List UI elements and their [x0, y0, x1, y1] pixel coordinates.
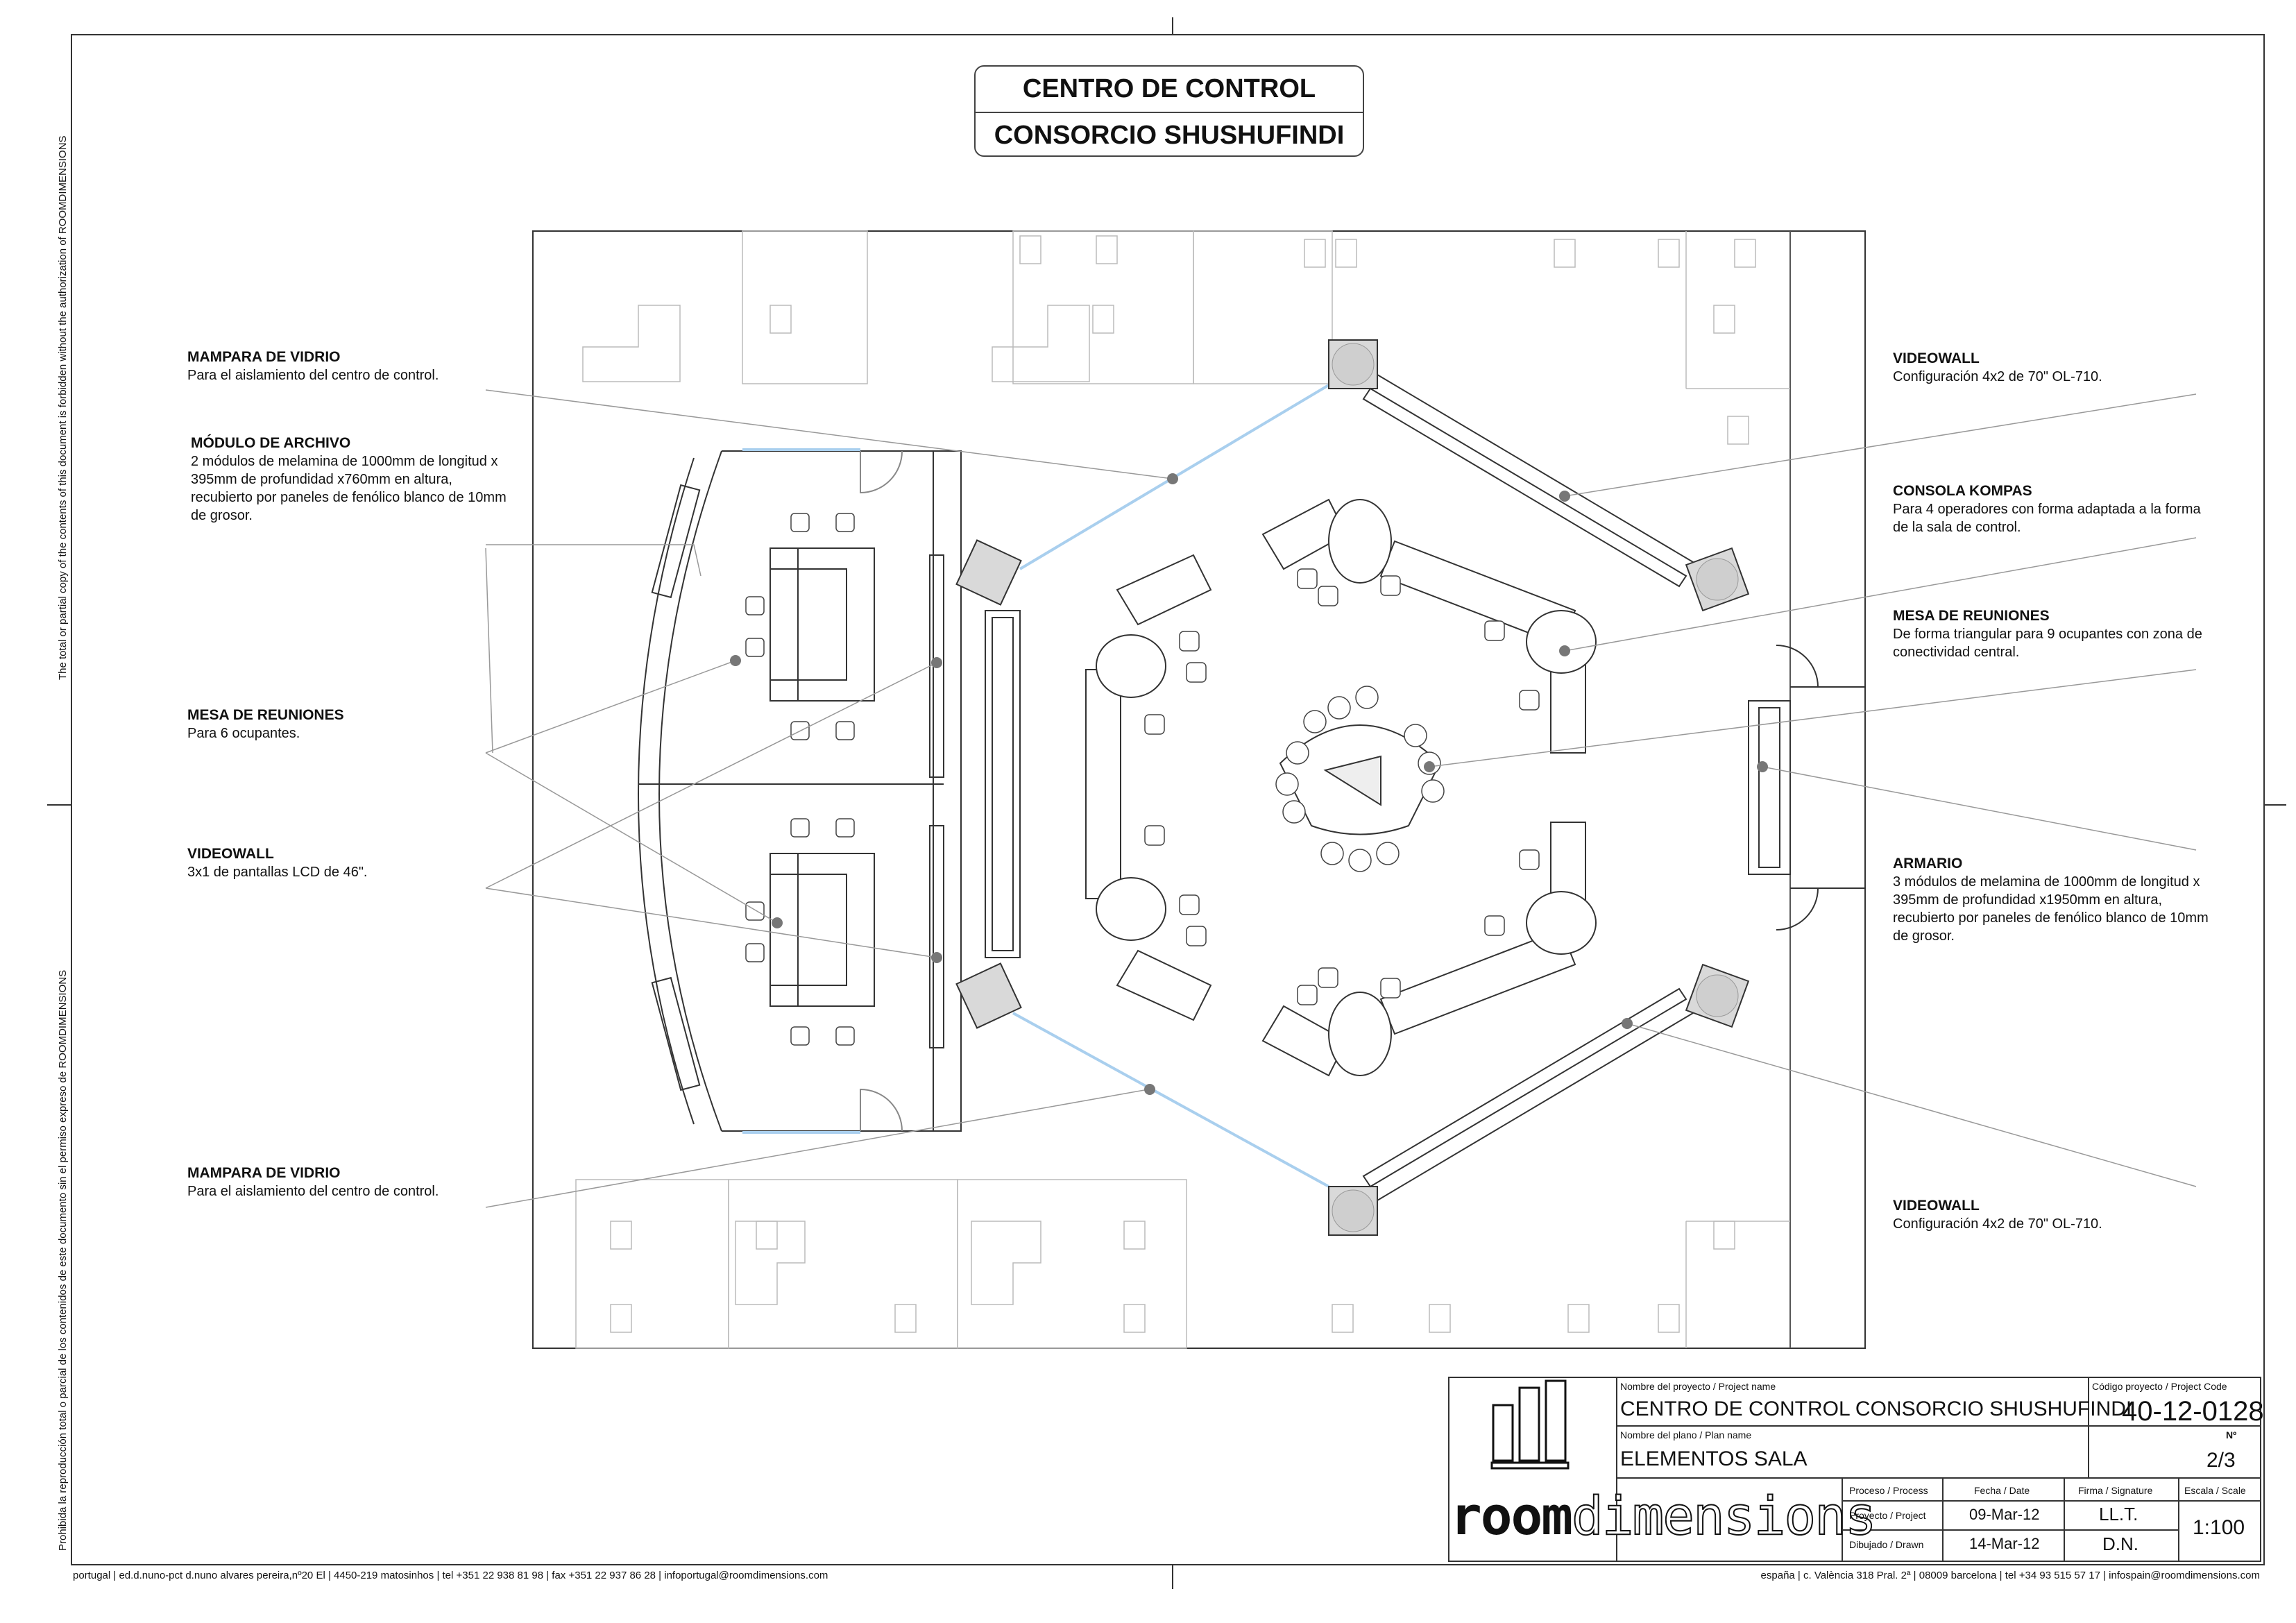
project-name: CENTRO DE CONTROL CONSORCIO SHUSHUFINDI — [1620, 1397, 2132, 1420]
triangular-meeting-table — [1279, 724, 1441, 835]
sheet-number: 2/3 — [2206, 1449, 2236, 1472]
title-box: CENTRO DE CONTROL CONSORCIO SHUSHUFINDI — [974, 65, 1364, 157]
project-code-label: Código proyecto / Project Code — [2092, 1381, 2227, 1392]
number-label: Nº — [2226, 1429, 2237, 1441]
label-glass-partition-top: MAMPARA DE VIDRIO Para el aislamiento de… — [187, 348, 493, 384]
label-desc: Para 4 operadores con forma adaptada a l… — [1893, 502, 2201, 535]
signature-label: Firma / Signature — [2078, 1485, 2153, 1496]
title-line-1: CENTRO DE CONTROL — [976, 67, 1363, 113]
label-videowall-left: VIDEOWALL 3x1 de pantallas LCD de 46". — [187, 845, 486, 881]
label-desc: 2 módulos de melamina de 1000mm de longi… — [191, 454, 507, 523]
drawn-date: 14-Mar-12 — [1969, 1535, 2040, 1552]
project-name-label: Nombre del proyecto / Project name — [1620, 1381, 1776, 1392]
side-note-top: The total or partial copy of the content… — [57, 135, 69, 680]
label-desc: Para 6 ocupantes. — [187, 726, 300, 741]
label-desc: 3x1 de pantallas LCD de 46". — [187, 865, 368, 880]
label-title: MAMPARA DE VIDRIO — [187, 349, 341, 365]
plan-outline — [532, 230, 1866, 1349]
footer-spain: españa | c. València 318 Pral. 2ª | 0800… — [1760, 1570, 2260, 1581]
offices-top — [582, 230, 1790, 445]
label-title: MÓDULO DE ARCHIVO — [191, 435, 351, 451]
title-line-2: CONSORCIO SHUSHUFINDI — [994, 121, 1345, 150]
scale-label: Escala / Scale — [2184, 1485, 2246, 1496]
project-date: 09-Mar-12 — [1969, 1506, 2040, 1523]
label-title: CONSOLA KOMPAS — [1893, 483, 2032, 499]
column-circles — [1332, 343, 1739, 1232]
label-title: VIDEOWALL — [1893, 350, 1980, 366]
label-title: VIDEOWALL — [1893, 1198, 1980, 1214]
scale-value: 1:100 — [2193, 1516, 2245, 1539]
label-desc: Configuración 4x2 de 70" OL-710. — [1893, 1216, 2102, 1232]
label-meeting-table-triangular: MESA DE REUNIONES De forma triangular pa… — [1893, 607, 2240, 661]
label-title: VIDEOWALL — [187, 846, 274, 862]
label-videowall-top-right: VIDEOWALL Configuración 4x2 de 70" OL-71… — [1893, 350, 2226, 386]
label-desc: De forma triangular para 9 ocupantes con… — [1893, 627, 2202, 660]
label-cabinet: ARMARIO 3 módulos de melamina de 1000mm … — [1893, 855, 2212, 945]
project-code: 40-12-0128 — [2122, 1396, 2264, 1427]
label-kompas-console: CONSOLA KOMPAS Para 4 operadores con for… — [1893, 482, 2205, 536]
videowall-walls — [985, 374, 1694, 1201]
label-archive-module: MÓDULO DE ARCHIVO 2 módulos de melamina … — [191, 434, 507, 525]
logo-word-light: dimensions — [1571, 1484, 1878, 1547]
title-block-grid — [1448, 1377, 2261, 1562]
project-row-label: Proyecto / Project — [1849, 1510, 1926, 1521]
left-room-chairs — [745, 513, 855, 1046]
label-title: ARMARIO — [1893, 856, 1963, 872]
label-title: MESA DE REUNIONES — [1893, 608, 2050, 624]
label-title: MAMPARA DE VIDRIO — [187, 1165, 341, 1181]
logo-mark — [1490, 1379, 1570, 1470]
side-note-bottom: Prohibida la reproducción total o parcia… — [57, 969, 69, 1551]
label-desc: Configuración 4x2 de 70" OL-710. — [1893, 369, 2102, 384]
drawn-signature: D.N. — [2102, 1533, 2138, 1554]
label-desc: Para el aislamiento del centro de contro… — [187, 368, 439, 383]
logo-word: roomdimensions — [1450, 1484, 1878, 1547]
label-meeting-table-6: MESA DE REUNIONES Para 6 ocupantes. — [187, 706, 486, 742]
console-rounded-ends — [1096, 499, 1597, 1076]
leader-dots — [730, 473, 1768, 1095]
plan-name-label: Nombre del plano / Plan name — [1620, 1429, 1752, 1441]
label-desc: 3 módulos de melamina de 1000mm de longi… — [1893, 874, 2209, 944]
date-label: Fecha / Date — [1974, 1485, 2030, 1496]
offices-bottom — [575, 1179, 1790, 1349]
process-label: Proceso / Process — [1849, 1485, 1928, 1496]
leader-lines — [485, 389, 2197, 1208]
footer-portugal: portugal | ed.d.nuno-pct d.nuno alvares … — [73, 1570, 828, 1581]
project-signature: LL.T. — [2099, 1504, 2138, 1524]
label-title: MESA DE REUNIONES — [187, 707, 344, 723]
sheet-frame — [71, 34, 2265, 1565]
label-videowall-bottom-right: VIDEOWALL Configuración 4x2 de 70" OL-71… — [1893, 1197, 2226, 1233]
label-glass-partition-bottom: MAMPARA DE VIDRIO Para el aislamiento de… — [187, 1164, 493, 1200]
drawn-row-label: Dibujado / Drawn — [1849, 1539, 1924, 1550]
plan-name: ELEMENTOS SALA — [1620, 1447, 1808, 1470]
label-desc: Para el aislamiento del centro de contro… — [187, 1184, 439, 1199]
logo-word-bold: room — [1450, 1485, 1573, 1547]
glass-partitions — [742, 384, 1330, 1188]
operator-chairs — [1144, 568, 1540, 1005]
right-doors — [1748, 645, 1865, 931]
